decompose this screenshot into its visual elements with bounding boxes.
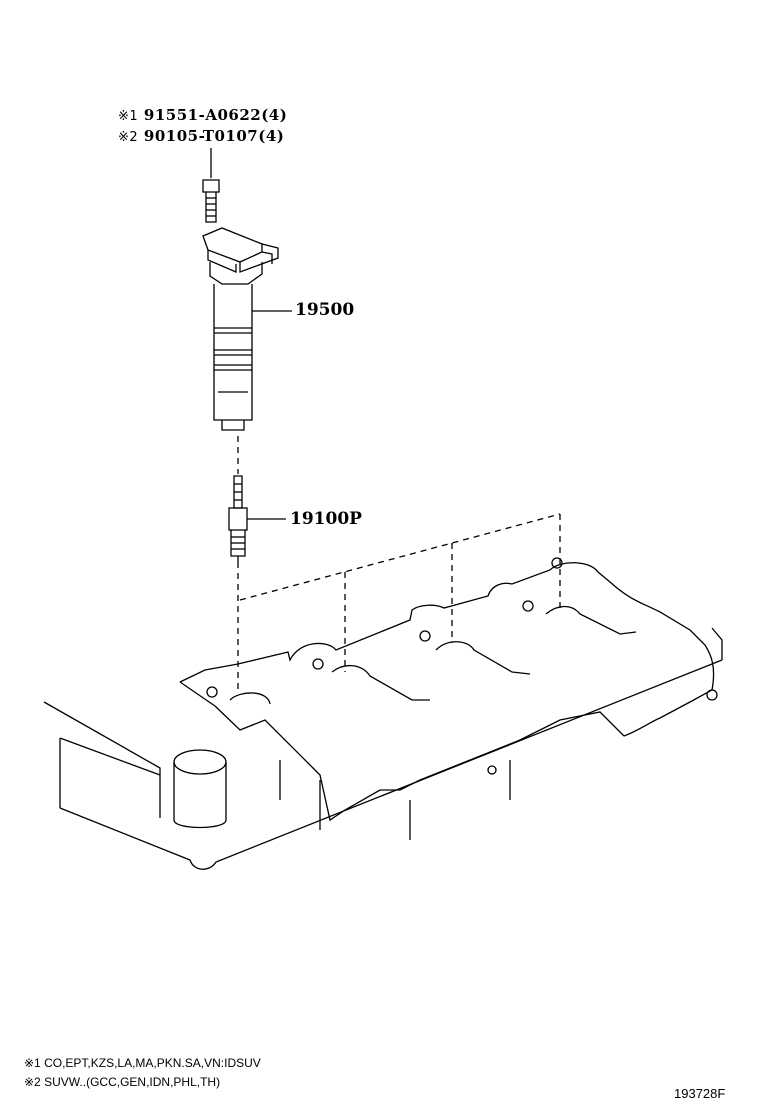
alignment-lines	[237, 436, 561, 690]
ignition-coil	[202, 227, 292, 431]
ref-part-no-2: 90105-T0107(4)	[143, 127, 285, 145]
ref-part-no-1: 91551-A0622(4)	[143, 106, 288, 124]
cylinder-head-cover	[43, 557, 723, 870]
plug-callout: 19100P	[290, 509, 362, 529]
ref-mark-1: ※1	[118, 109, 139, 124]
bolt-ref-1: ※1 91551-A0622(4)	[118, 106, 287, 124]
footnote-2: ※2 SUVW..(GCC,GEN,IDN,PHL,TH)	[24, 1075, 221, 1089]
ref-mark-2: ※2	[118, 130, 139, 145]
figure-id: 193728F	[674, 1086, 726, 1101]
footnote-1: ※1 CO,EPT,KZS,LA,MA,PKN.SA,VN:IDSUV	[24, 1056, 261, 1070]
spark-plug	[228, 475, 286, 562]
coil-callout: 19500	[295, 300, 355, 320]
bolt-ref-2: ※2 90105-T0107(4)	[118, 127, 284, 145]
bolt	[202, 148, 220, 223]
